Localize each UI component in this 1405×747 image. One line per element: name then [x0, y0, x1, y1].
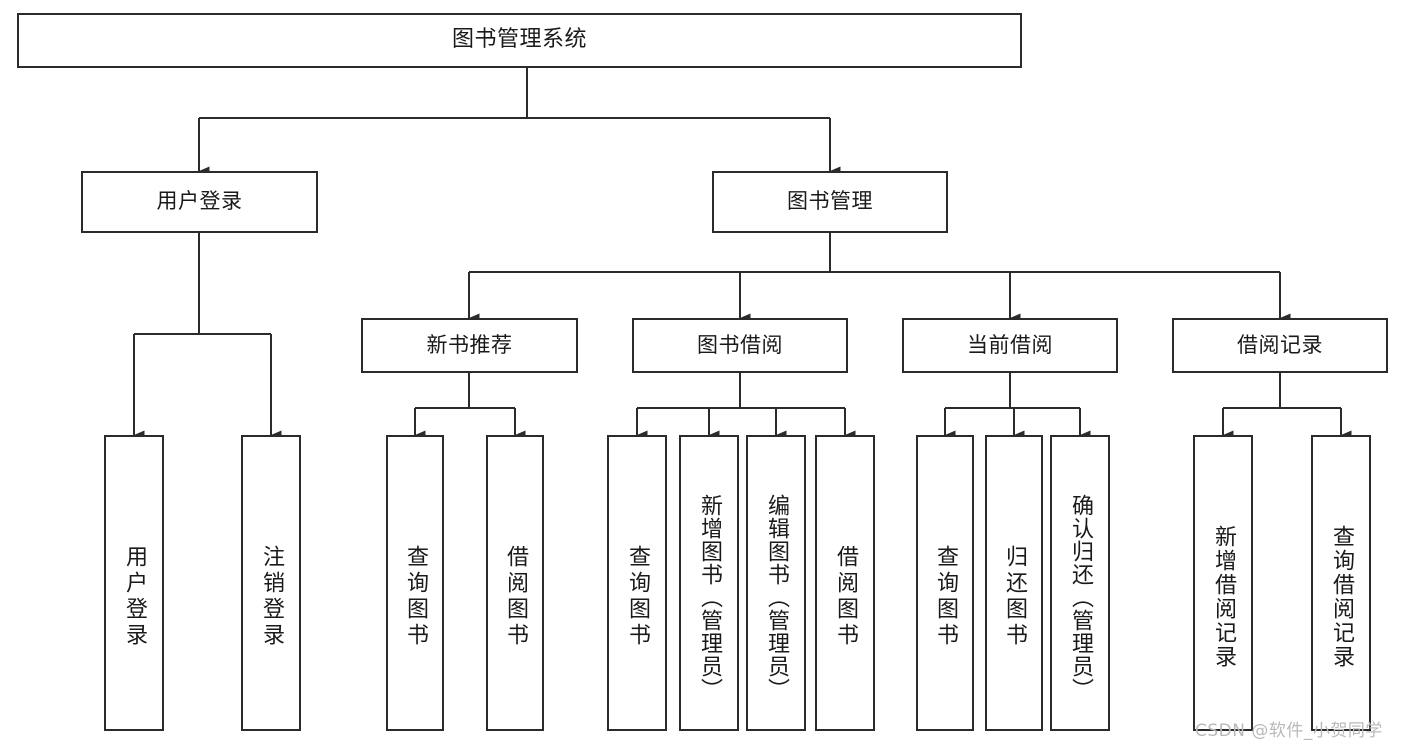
node-label-user-login: 用户登录: [156, 189, 243, 214]
node-new-book-rec[interactable]: 新书推荐: [361, 318, 578, 373]
node-label-leaf-query-book-1: 查询图书: [403, 545, 428, 649]
node-leaf-query-book-2[interactable]: 查询图书: [607, 435, 667, 731]
node-book-borrow[interactable]: 图书借阅: [632, 318, 848, 373]
node-label-new-book-rec: 新书推荐: [426, 332, 513, 357]
node-label-leaf-borrow-book-2: 借阅图书: [833, 545, 858, 649]
node-label-root: 图书管理系统: [451, 27, 587, 53]
node-label-leaf-add-record: 新增借阅记录: [1211, 525, 1236, 669]
node-label-leaf-add-book: 新增图书（管理员）: [697, 493, 722, 701]
node-label-leaf-return-book: 归还图书: [1002, 545, 1027, 649]
node-leaf-add-record[interactable]: 新增借阅记录: [1193, 435, 1253, 731]
node-leaf-add-book[interactable]: 新增图书（管理员）: [679, 435, 739, 731]
node-leaf-user-logout[interactable]: 注销登录: [241, 435, 301, 731]
node-label-book-borrow: 图书借阅: [697, 332, 783, 357]
node-current-borrow[interactable]: 当前借阅: [902, 318, 1118, 373]
node-leaf-return-book[interactable]: 归还图书: [985, 435, 1043, 731]
wire-group: [132, 68, 1352, 440]
node-leaf-borrow-book-1[interactable]: 借阅图书: [486, 435, 544, 731]
node-leaf-borrow-book-2[interactable]: 借阅图书: [815, 435, 875, 731]
node-leaf-edit-book[interactable]: 编辑图书（管理员）: [746, 435, 806, 731]
node-label-leaf-confirm-return: 确认归还（管理员）: [1068, 493, 1093, 701]
node-leaf-confirm-return[interactable]: 确认归还（管理员）: [1050, 435, 1110, 731]
node-label-book-manage: 图书管理: [787, 189, 873, 214]
node-label-leaf-borrow-book-1: 借阅图书: [503, 545, 528, 649]
node-leaf-query-record[interactable]: 查询借阅记录: [1311, 435, 1371, 731]
node-root[interactable]: 图书管理系统: [17, 13, 1022, 68]
node-borrow-record[interactable]: 借阅记录: [1172, 318, 1388, 373]
node-label-leaf-user-logout: 注销登录: [259, 545, 284, 649]
node-label-leaf-query-book-3: 查询图书: [933, 545, 958, 649]
node-label-leaf-user-login: 用户登录: [122, 545, 147, 649]
node-leaf-query-book-3[interactable]: 查询图书: [916, 435, 974, 731]
node-user-login[interactable]: 用户登录: [81, 171, 318, 233]
node-leaf-user-login[interactable]: 用户登录: [104, 435, 164, 731]
node-book-manage[interactable]: 图书管理: [712, 171, 948, 233]
node-label-leaf-edit-book: 编辑图书（管理员）: [764, 493, 789, 701]
node-label-borrow-record: 借阅记录: [1237, 332, 1323, 357]
node-label-leaf-query-record: 查询借阅记录: [1329, 525, 1354, 669]
node-label-current-borrow: 当前借阅: [967, 332, 1053, 357]
node-leaf-query-book-1[interactable]: 查询图书: [386, 435, 444, 731]
node-label-leaf-query-book-2: 查询图书: [625, 545, 650, 649]
